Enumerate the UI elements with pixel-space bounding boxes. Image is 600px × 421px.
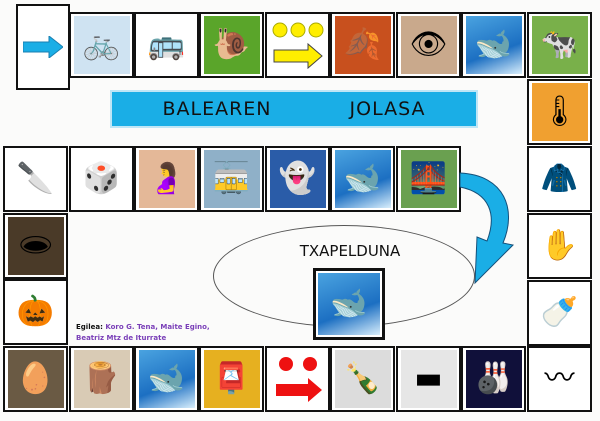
orca-icon: 🐋 (138, 350, 195, 408)
advance-three-icon (269, 16, 326, 74)
heat-thermometer-icon: 🌡 (531, 83, 588, 141)
board-cell-advance-three (265, 12, 330, 78)
board-cell-moustache: 〰 (527, 346, 592, 412)
board-cell-baby-bottle: 🍼 (527, 280, 592, 346)
autumn-forest-icon: 🍂 (334, 16, 391, 74)
board-cell-bridge-park: 🌉 (396, 146, 461, 212)
curved-arrow-icon (459, 172, 515, 285)
logs-icon: 🪵 (73, 350, 130, 408)
board-cell-bus: 🚌 (134, 12, 199, 78)
credits-line-2: Beatriz Mtz de Iturrate (76, 334, 167, 342)
bridge-park-icon: 🌉 (400, 150, 457, 208)
board-cell-heat-thermometer: 🌡 (527, 79, 592, 145)
board-cell-go-back-two (265, 346, 330, 412)
start-cell (16, 4, 70, 90)
board-cell-mailbox: 📮 (199, 346, 264, 412)
nest-eggs-icon: 🥚 (7, 350, 64, 408)
bicycle-icon: 🚲 (73, 16, 130, 74)
board-cell-eye: 👁 (396, 12, 461, 78)
board-cell-ghost: 👻 (265, 146, 330, 212)
go-back-two-icon (269, 350, 326, 408)
board-cell-bicycle: 🚲 (69, 12, 134, 78)
ghost-icon: 👻 (269, 150, 326, 208)
baby-bottle-icon: 🍼 (531, 284, 588, 342)
cognac-icon: 🍾 (334, 350, 391, 408)
board-cell-pumpkin: 🎃 (3, 279, 68, 345)
board-cell-cow: 🐄 (527, 12, 592, 78)
board-cell-autumn-forest: 🍂 (330, 12, 395, 78)
orca-icon: 🐋 (334, 150, 391, 208)
moustache-icon: 〰 (531, 350, 588, 408)
cave-icon: 🕳 (7, 217, 64, 275)
board-cell-snail: 🐌 (199, 12, 264, 78)
board-cell-coat: 🧥 (527, 146, 592, 212)
board-cell-cognac: 🍾 (330, 346, 395, 412)
board-cell-orca: 🐋 (461, 12, 526, 78)
board-cell-eraser: ▬ (396, 346, 461, 412)
knife-icon: 🔪 (7, 150, 64, 208)
board-cell-logs: 🪵 (69, 346, 134, 412)
board-cell-cave: 🕳 (3, 213, 68, 279)
game-title: BALEAREN JOLASA (110, 90, 478, 128)
orca-icon: 🐋 (318, 273, 380, 335)
board-cell-orca: 🐋 (134, 346, 199, 412)
board-cell-knife: 🔪 (3, 146, 68, 212)
credits: Egilea: Koro G. Tena, Maite Egino, Beatr… (76, 322, 210, 344)
bus-icon: 🚌 (138, 16, 195, 74)
credits-label: Egilea: (76, 323, 103, 331)
title-word-1: BALEAREN (162, 98, 272, 120)
board-cell-nest-eggs: 🥚 (3, 346, 68, 412)
bowling-icon: 🎳 (465, 350, 522, 408)
mailbox-icon: 📮 (203, 350, 260, 408)
title-word-2: JOLASA (349, 98, 426, 120)
board-cell-dice: 🎲 (69, 146, 134, 212)
board-cell-tram: 🚋 (199, 146, 264, 212)
winner-cell: 🐋 (313, 268, 385, 340)
orca-icon: 🐋 (465, 16, 522, 74)
board-cell-orca: 🐋 (330, 146, 395, 212)
snail-icon: 🐌 (203, 16, 260, 74)
board-cell-pregnant-belly: 🤰 (134, 146, 199, 212)
dice-icon: 🎲 (73, 150, 130, 208)
cow-icon: 🐄 (531, 16, 588, 74)
board-cell-bowling: 🎳 (461, 346, 526, 412)
arrow-right-icon (23, 36, 63, 58)
pregnant-belly-icon: 🤰 (138, 150, 195, 208)
eraser-icon: ▬ (400, 350, 457, 408)
winner-label: TXAPELDUNA (299, 242, 401, 260)
eye-icon: 👁 (400, 16, 457, 74)
pumpkin-icon: 🎃 (7, 283, 64, 341)
credits-line-1: Koro G. Tena, Maite Egino, (105, 323, 210, 331)
hand-icon: ✋ (531, 217, 588, 275)
coat-icon: 🧥 (531, 150, 588, 208)
board-cell-hand: ✋ (527, 213, 592, 279)
tram-icon: 🚋 (203, 150, 260, 208)
